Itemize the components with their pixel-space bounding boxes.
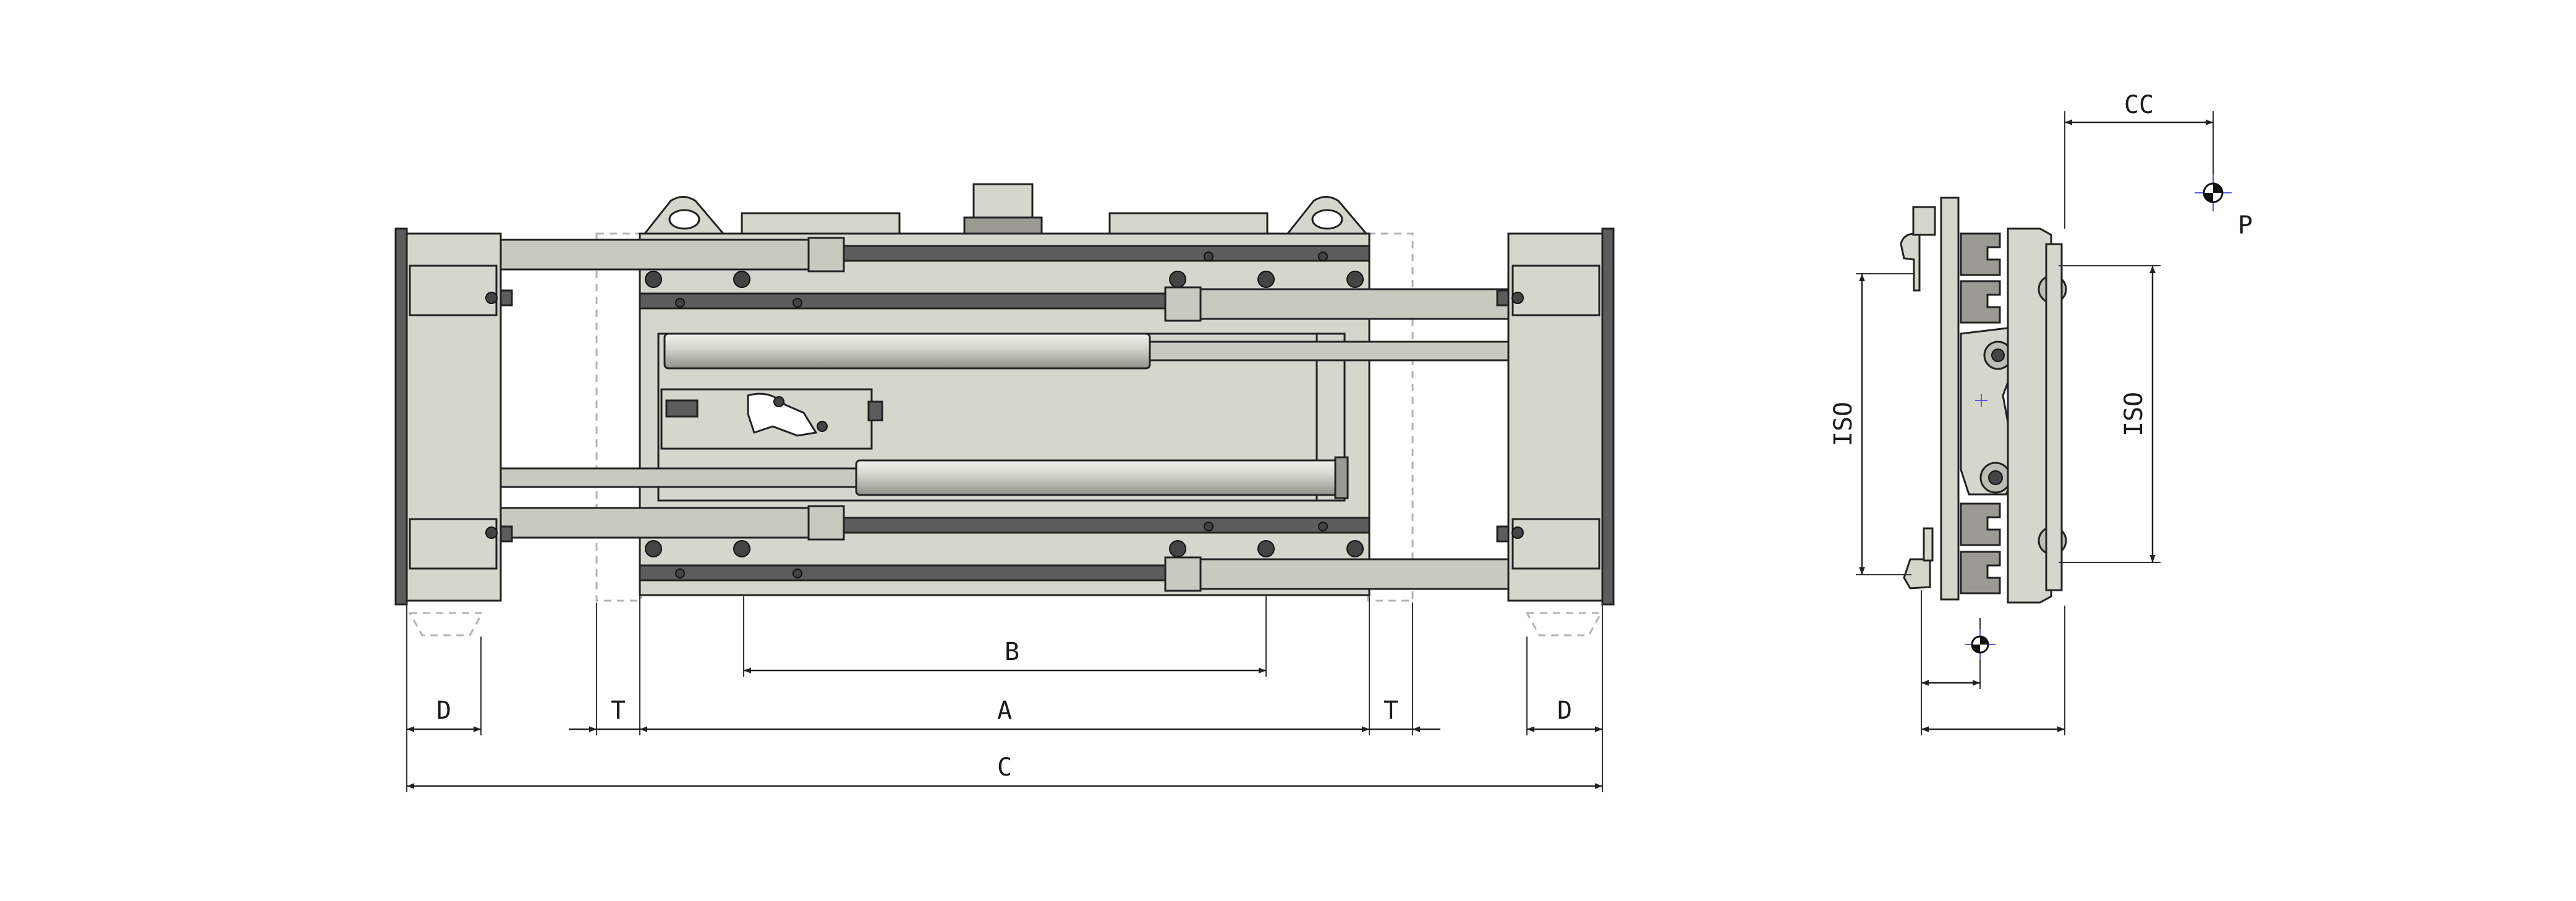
lower-cylinder-rod <box>496 467 857 488</box>
dim-label-a: A <box>997 696 1012 725</box>
dim-label-d-right: D <box>1557 696 1572 725</box>
top-valve-base <box>963 216 1043 235</box>
left-arm-edge <box>394 227 408 606</box>
top-block-right <box>1108 212 1269 235</box>
left-slide-bar-bottom-end <box>807 505 845 541</box>
front-dimensions: B D T A T D C <box>406 596 1603 792</box>
upper-cylinder-barrel <box>663 332 1151 370</box>
dim-label-b: B <box>1005 638 1019 666</box>
carriage-lower-hook <box>1903 558 1931 590</box>
left-slide-bar-top <box>496 239 845 271</box>
top-valve <box>972 183 1034 219</box>
side-view <box>1900 197 2067 604</box>
frame-bolts <box>645 252 1364 578</box>
top-block-left <box>741 212 901 235</box>
lower-cylinder-cap <box>1334 456 1349 499</box>
right-eye-hole <box>1311 209 1343 230</box>
side-dimensions: CC P ISO ISO <box>1829 91 2253 735</box>
center-of-gravity-marker <box>2195 174 2232 211</box>
upper-cylinder-rod <box>1149 341 1510 362</box>
right-slide-bar-bottom-end <box>1164 556 1202 592</box>
lower-cog-marker <box>1965 629 1996 660</box>
right-slide-bar-top <box>1164 288 1510 320</box>
left-eye-hole <box>668 209 700 230</box>
front-view <box>394 183 1615 637</box>
dim-label-d-left: D <box>436 696 451 725</box>
dim-label-iso-left: ISO <box>1829 402 1858 446</box>
right-arm-edge <box>1601 227 1615 606</box>
side-back-plate <box>1940 197 1960 601</box>
rail-profiles <box>1960 232 2001 594</box>
right-arm-pad-bottom <box>1511 518 1600 570</box>
ghost-left-foot <box>408 612 484 637</box>
left-arm-clip-bottom <box>499 525 513 543</box>
right-arm-clip-bottom <box>1496 525 1510 543</box>
ghost-left-arm <box>595 232 642 602</box>
lower-cylinder-barrel <box>855 459 1346 496</box>
carriage-lower-post <box>1923 527 1934 562</box>
right-arm-pad-top <box>1511 264 1600 316</box>
left-arm-clip-top <box>499 289 513 307</box>
dim-label-iso-right: ISO <box>2120 392 2148 436</box>
side-arm-plate <box>2007 227 2052 604</box>
left-slide-bar-bottom <box>496 507 845 539</box>
linkage-connector <box>867 400 883 421</box>
linkage-bracket <box>665 399 699 418</box>
dim-label-t-left: T <box>611 696 626 725</box>
left-arm-pad-bottom <box>409 518 498 570</box>
right-slide-bar-top-end <box>1164 286 1202 322</box>
ghost-right-foot <box>1525 612 1603 637</box>
dim-label-cc: CC <box>2124 91 2154 119</box>
side-arm-inner-face <box>2045 243 2063 591</box>
dim-label-t-right: T <box>1384 696 1398 725</box>
label-p: P <box>2238 211 2253 240</box>
right-arm-clip-top <box>1496 289 1510 307</box>
left-slide-bar-top-end <box>807 237 845 273</box>
carriage-hook <box>1900 232 1921 292</box>
right-slide-bar-bottom <box>1164 558 1510 590</box>
dim-label-c: C <box>997 753 1012 782</box>
left-arm-pad-top <box>409 264 498 316</box>
carriage-top-block <box>1912 206 1936 236</box>
